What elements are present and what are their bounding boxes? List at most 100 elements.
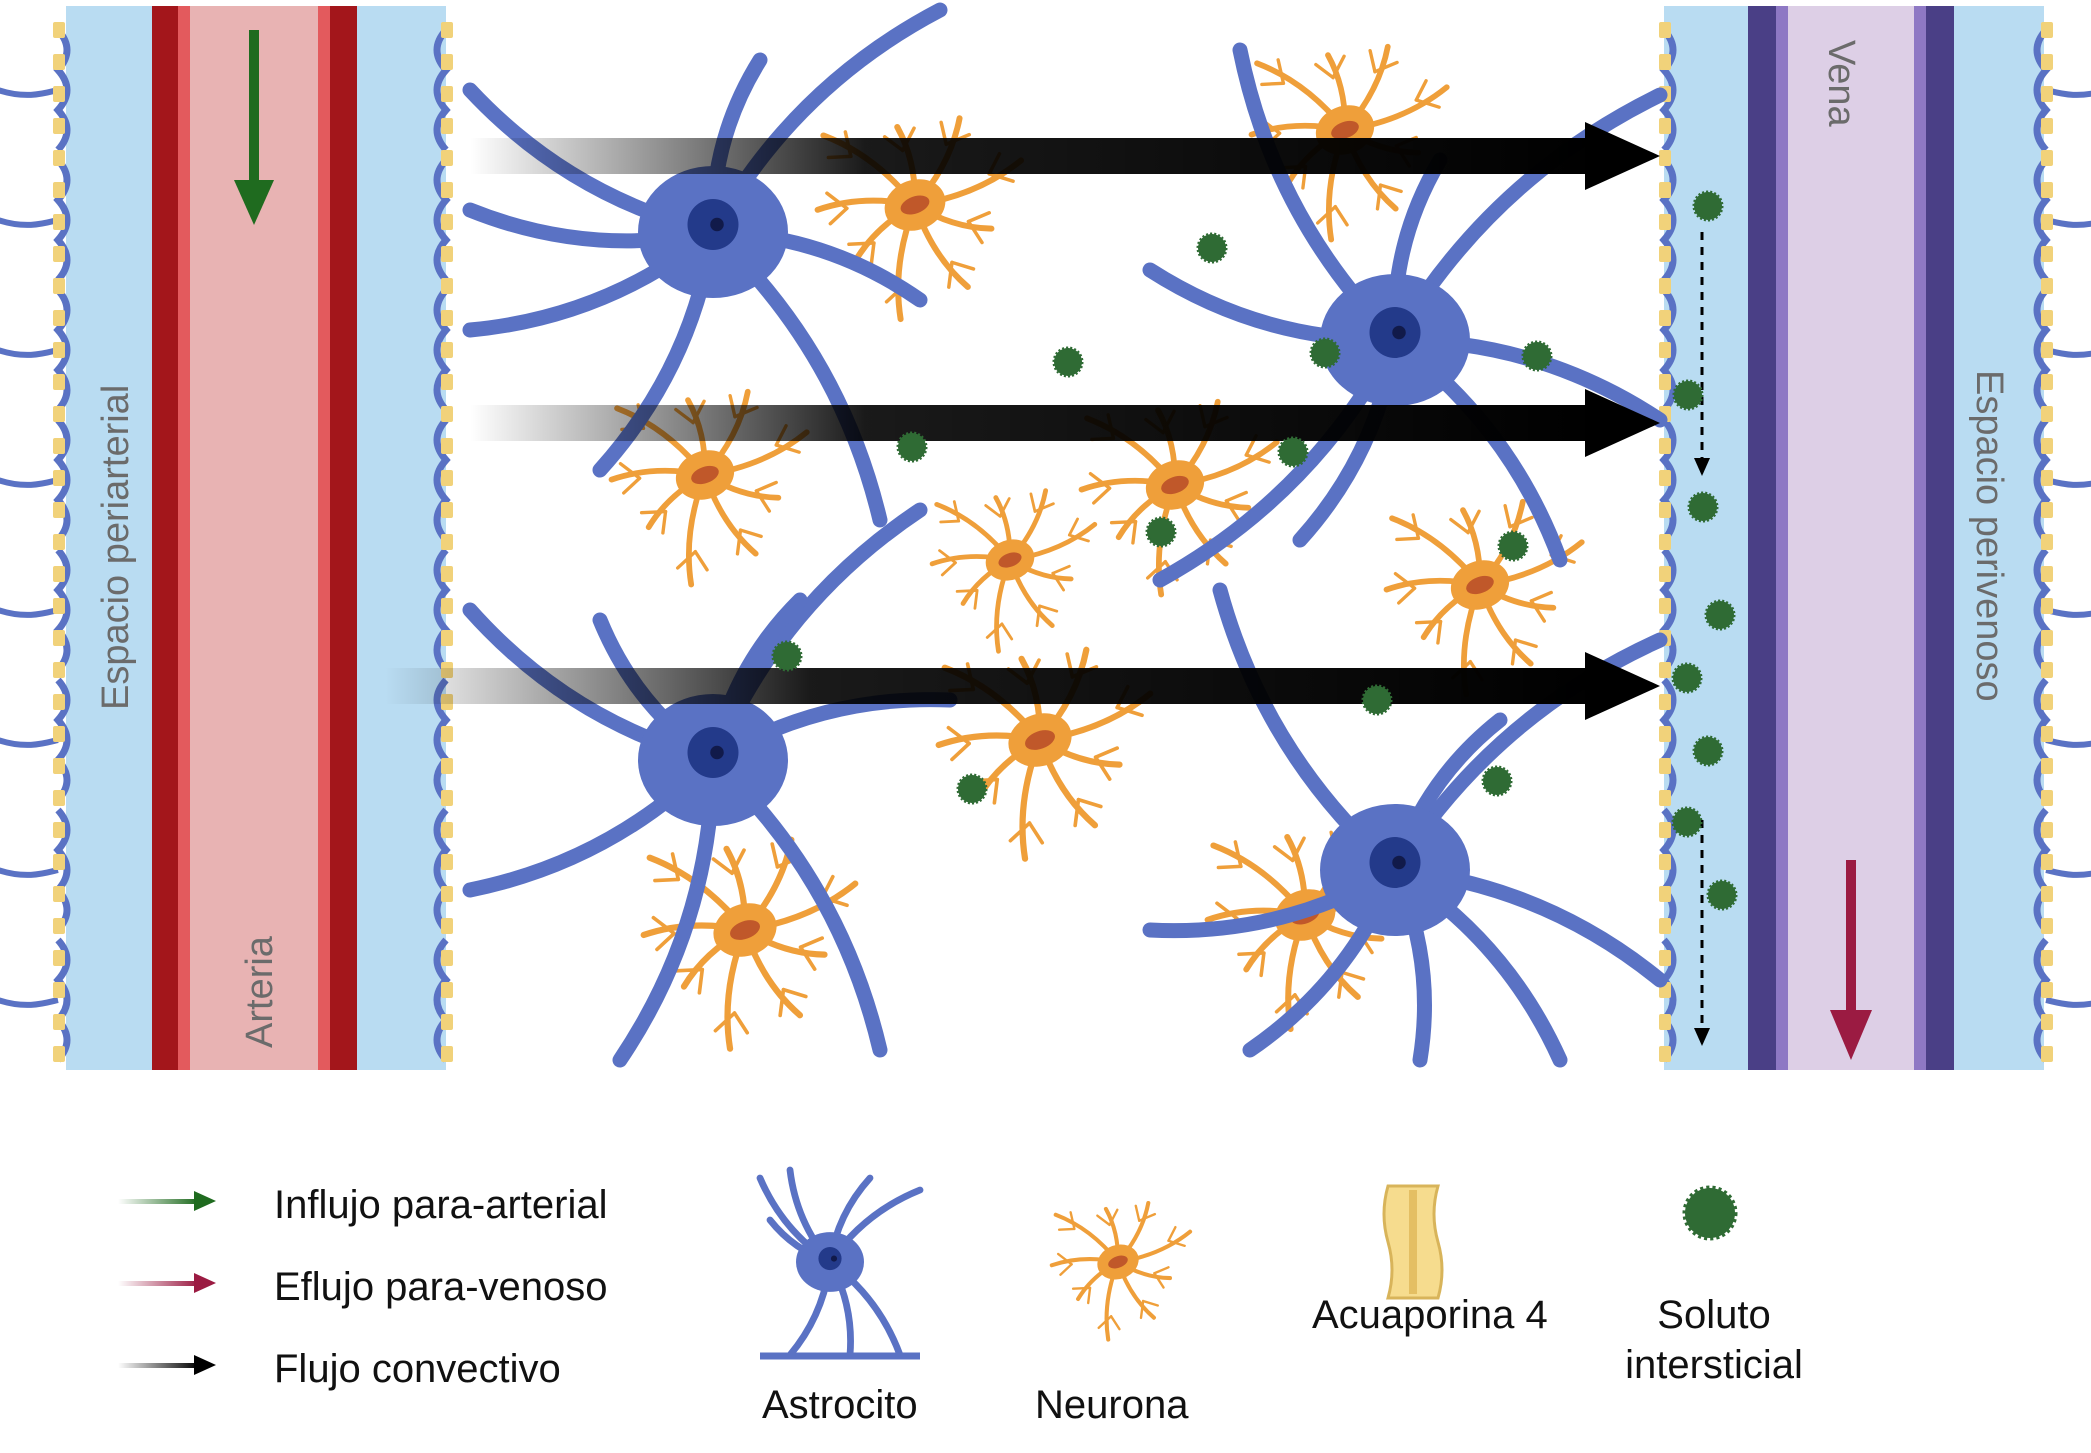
- astrocyte-endfeet-left: [0, 22, 71, 1063]
- solute-particle: [1704, 599, 1736, 631]
- aquaporin-channel: [441, 22, 453, 38]
- endfoot-wall: [2033, 547, 2051, 673]
- legend-convective-arrow-icon: [118, 1355, 216, 1375]
- endfoot-wall: [2033, 287, 2051, 413]
- aquaporin-channel: [2041, 822, 2053, 838]
- aquaporin-channel: [2041, 758, 2053, 774]
- label-artery: Arteria: [239, 935, 281, 1048]
- legend-influx-label: Influjo para-arterial: [274, 1183, 608, 1227]
- convective-flow-arrows: [385, 122, 1660, 720]
- aquaporin-channel: [53, 566, 65, 582]
- aquaporin-channel: [2041, 342, 2053, 358]
- label-periarterial-space: Espacio periarterial: [95, 385, 137, 710]
- aquaporin-channel: [2041, 694, 2053, 710]
- aquaporin-channel: [2041, 278, 2053, 294]
- endfoot-wall: [53, 807, 71, 933]
- solute-particle: [1497, 530, 1529, 562]
- aquaporin-channel: [441, 214, 453, 230]
- endfoot-wall: [53, 547, 71, 673]
- influx-arrow-icon: [234, 30, 274, 225]
- aquaporin-channel: [1659, 1014, 1671, 1030]
- astrocyte-endfeet-vein: [1659, 22, 1677, 1063]
- aquaporin-channel: [53, 374, 65, 390]
- aquaporin-channel: [53, 438, 65, 454]
- aquaporin-channel: [53, 950, 65, 966]
- astrocyte-endfeet-right: [2033, 22, 2091, 1063]
- aquaporin-channel: [53, 1014, 65, 1030]
- solute-particle: [896, 431, 928, 463]
- aquaporin-channel: [441, 758, 453, 774]
- aquaporin-channel: [53, 822, 65, 838]
- aquaporin-channel: [2041, 406, 2053, 422]
- endfoot-wall: [53, 157, 71, 283]
- endfoot-wall: [433, 547, 451, 673]
- aquaporin-channel: [441, 118, 453, 134]
- aquaporin-channel: [1659, 694, 1671, 710]
- aquaporin-channel: [441, 1046, 453, 1062]
- aquaporin-channel: [53, 470, 65, 486]
- solute-particle: [1052, 346, 1084, 378]
- aquaporin-channel: [1659, 726, 1671, 742]
- aquaporin-channel: [1659, 598, 1671, 614]
- aquaporin-channel: [53, 342, 65, 358]
- legend-efflux-arrow-icon: [118, 1273, 216, 1293]
- aquaporin-channel: [441, 150, 453, 166]
- aquaporin-channel: [2041, 246, 2053, 262]
- endfoot-wall: [433, 157, 451, 283]
- endfoot-wall: [53, 417, 71, 543]
- aquaporin-channel: [2041, 470, 2053, 486]
- aquaporin-channel: [441, 726, 453, 742]
- solute-particle: [1671, 806, 1703, 838]
- aquaporin-channel: [441, 278, 453, 294]
- aquaporin-channel: [2041, 1014, 2053, 1030]
- label-perivenous-space: Espacio perivenoso: [1968, 370, 2010, 702]
- aquaporin-channel: [2041, 918, 2053, 934]
- aquaporin-channel: [2041, 726, 2053, 742]
- aquaporin-channel: [2041, 886, 2053, 902]
- aquaporin-channel: [53, 758, 65, 774]
- aquaporin-channel: [2041, 438, 2053, 454]
- aquaporin-channel: [1659, 822, 1671, 838]
- legend-efflux-label: Eflujo para-venoso: [274, 1265, 608, 1309]
- solute-particle: [771, 640, 803, 672]
- solute-particle: [1196, 232, 1228, 264]
- solute-particle: [1671, 662, 1703, 694]
- aquaporin-channel: [1659, 790, 1671, 806]
- efflux-arrow-icon: [1830, 860, 1872, 1060]
- astrocyte: [1142, 42, 1668, 588]
- endfoot-wall: [53, 287, 71, 413]
- aquaporin-channel: [441, 470, 453, 486]
- endfoot-wall: [1659, 27, 1677, 153]
- solute-particle: [956, 773, 988, 805]
- endfoot-wall: [2033, 807, 2051, 933]
- aquaporin-channel: [1659, 214, 1671, 230]
- aquaporin-channel: [53, 886, 65, 902]
- endfoot-wall: [1659, 547, 1677, 673]
- neuron: [929, 488, 1098, 654]
- label-vein: Vena: [1820, 40, 1862, 128]
- aquaporin-channel: [441, 502, 453, 518]
- solute-particle: [1145, 516, 1177, 548]
- aquaporin-channel: [53, 790, 65, 806]
- aquaporin-channel: [53, 854, 65, 870]
- astrocyte: [462, 502, 958, 1068]
- solute-particle: [1277, 436, 1309, 468]
- legend-astrocyte-shape: [756, 1166, 924, 1359]
- aquaporin-channel: [53, 22, 65, 38]
- aquaporin-channel: [1659, 502, 1671, 518]
- endfoot-wall: [1659, 677, 1677, 803]
- aquaporin-channel: [2041, 214, 2053, 230]
- aquaporin-channel: [53, 982, 65, 998]
- aquaporin-channel: [53, 278, 65, 294]
- aquaporin-channel: [441, 1014, 453, 1030]
- aquaporin-channel: [2041, 662, 2053, 678]
- endfoot-wall: [433, 807, 451, 933]
- legend-astrocyte-icon: [756, 1166, 924, 1360]
- aquaporin-channel: [53, 598, 65, 614]
- solute-particle: [1687, 491, 1719, 523]
- legend-neuron-label: Neurona: [1035, 1383, 1189, 1427]
- aquaporin-channel: [441, 246, 453, 262]
- aquaporin-channel: [53, 310, 65, 326]
- aquaporin-channel: [2041, 86, 2053, 102]
